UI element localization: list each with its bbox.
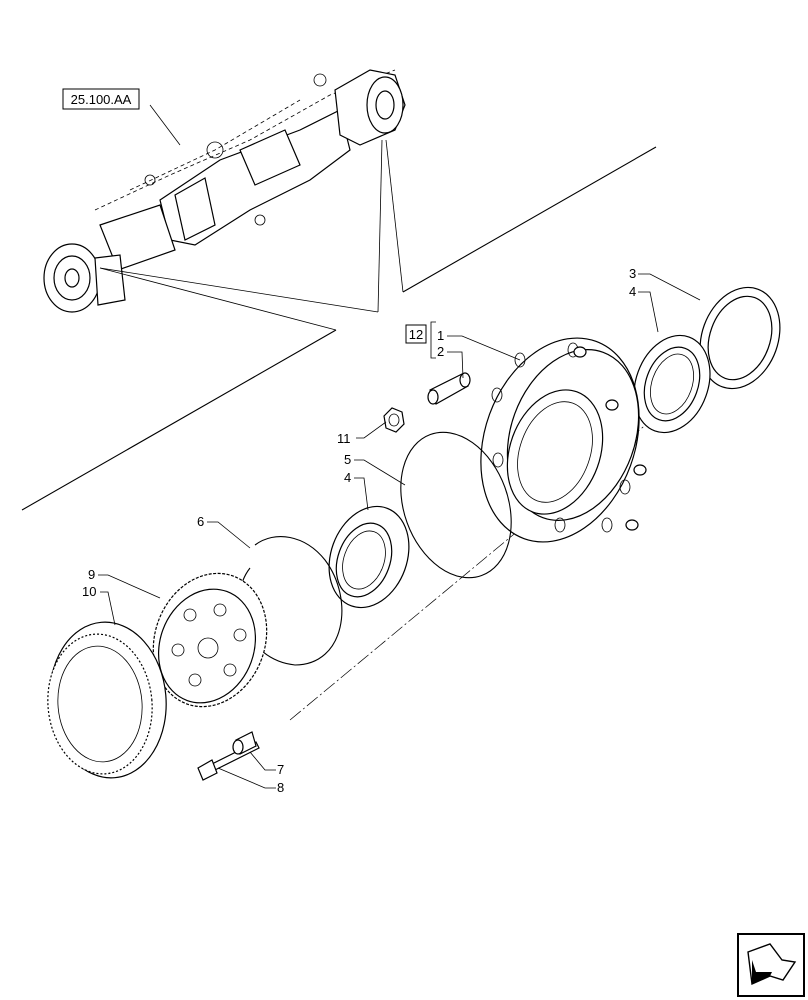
- group-label: 12: [409, 327, 423, 342]
- part-10-ring-gear: [47, 621, 167, 779]
- callout-6: 6: [197, 514, 204, 529]
- group-bracket: 12: [405, 321, 436, 359]
- part-3-seal: [699, 286, 781, 390]
- part-7-spacer: [232, 731, 257, 755]
- part-4-bearing-lower: [328, 505, 410, 609]
- section-divider-lines: [21, 146, 657, 511]
- reference-label: 25.100.AA: [71, 92, 132, 107]
- part-5-o-ring: [400, 431, 512, 579]
- callout-5: 5: [344, 452, 351, 467]
- callout-9: 9: [88, 567, 95, 582]
- callout-7: 7: [277, 762, 284, 777]
- callout-1: 1: [437, 328, 444, 343]
- part-4-bearing-upper: [633, 334, 711, 434]
- reference-link[interactable]: 25.100.AA: [62, 88, 181, 146]
- part-2-stud: [427, 372, 471, 405]
- axle-assembly-illustration: [43, 69, 406, 313]
- part-11-nut: [383, 407, 405, 433]
- part-9-gear-carrier: [152, 572, 268, 708]
- callout-10: 10: [82, 584, 96, 599]
- callout-2: 2: [437, 344, 444, 359]
- callout-4b: 4: [344, 470, 351, 485]
- callout-3: 3: [629, 266, 636, 281]
- callout-8: 8: [277, 780, 284, 795]
- next-page-arrow-icon[interactable]: [737, 933, 805, 997]
- callout-labels: 1 2 3 4 11 5 4 6 9 10 7 8: [82, 266, 636, 795]
- callout-11: 11: [337, 431, 351, 446]
- part-1-wheel-hub: [480, 337, 647, 543]
- overview-leader-lines: [99, 139, 404, 331]
- callout-leaders: [98, 273, 701, 789]
- callout-4a: 4: [629, 284, 636, 299]
